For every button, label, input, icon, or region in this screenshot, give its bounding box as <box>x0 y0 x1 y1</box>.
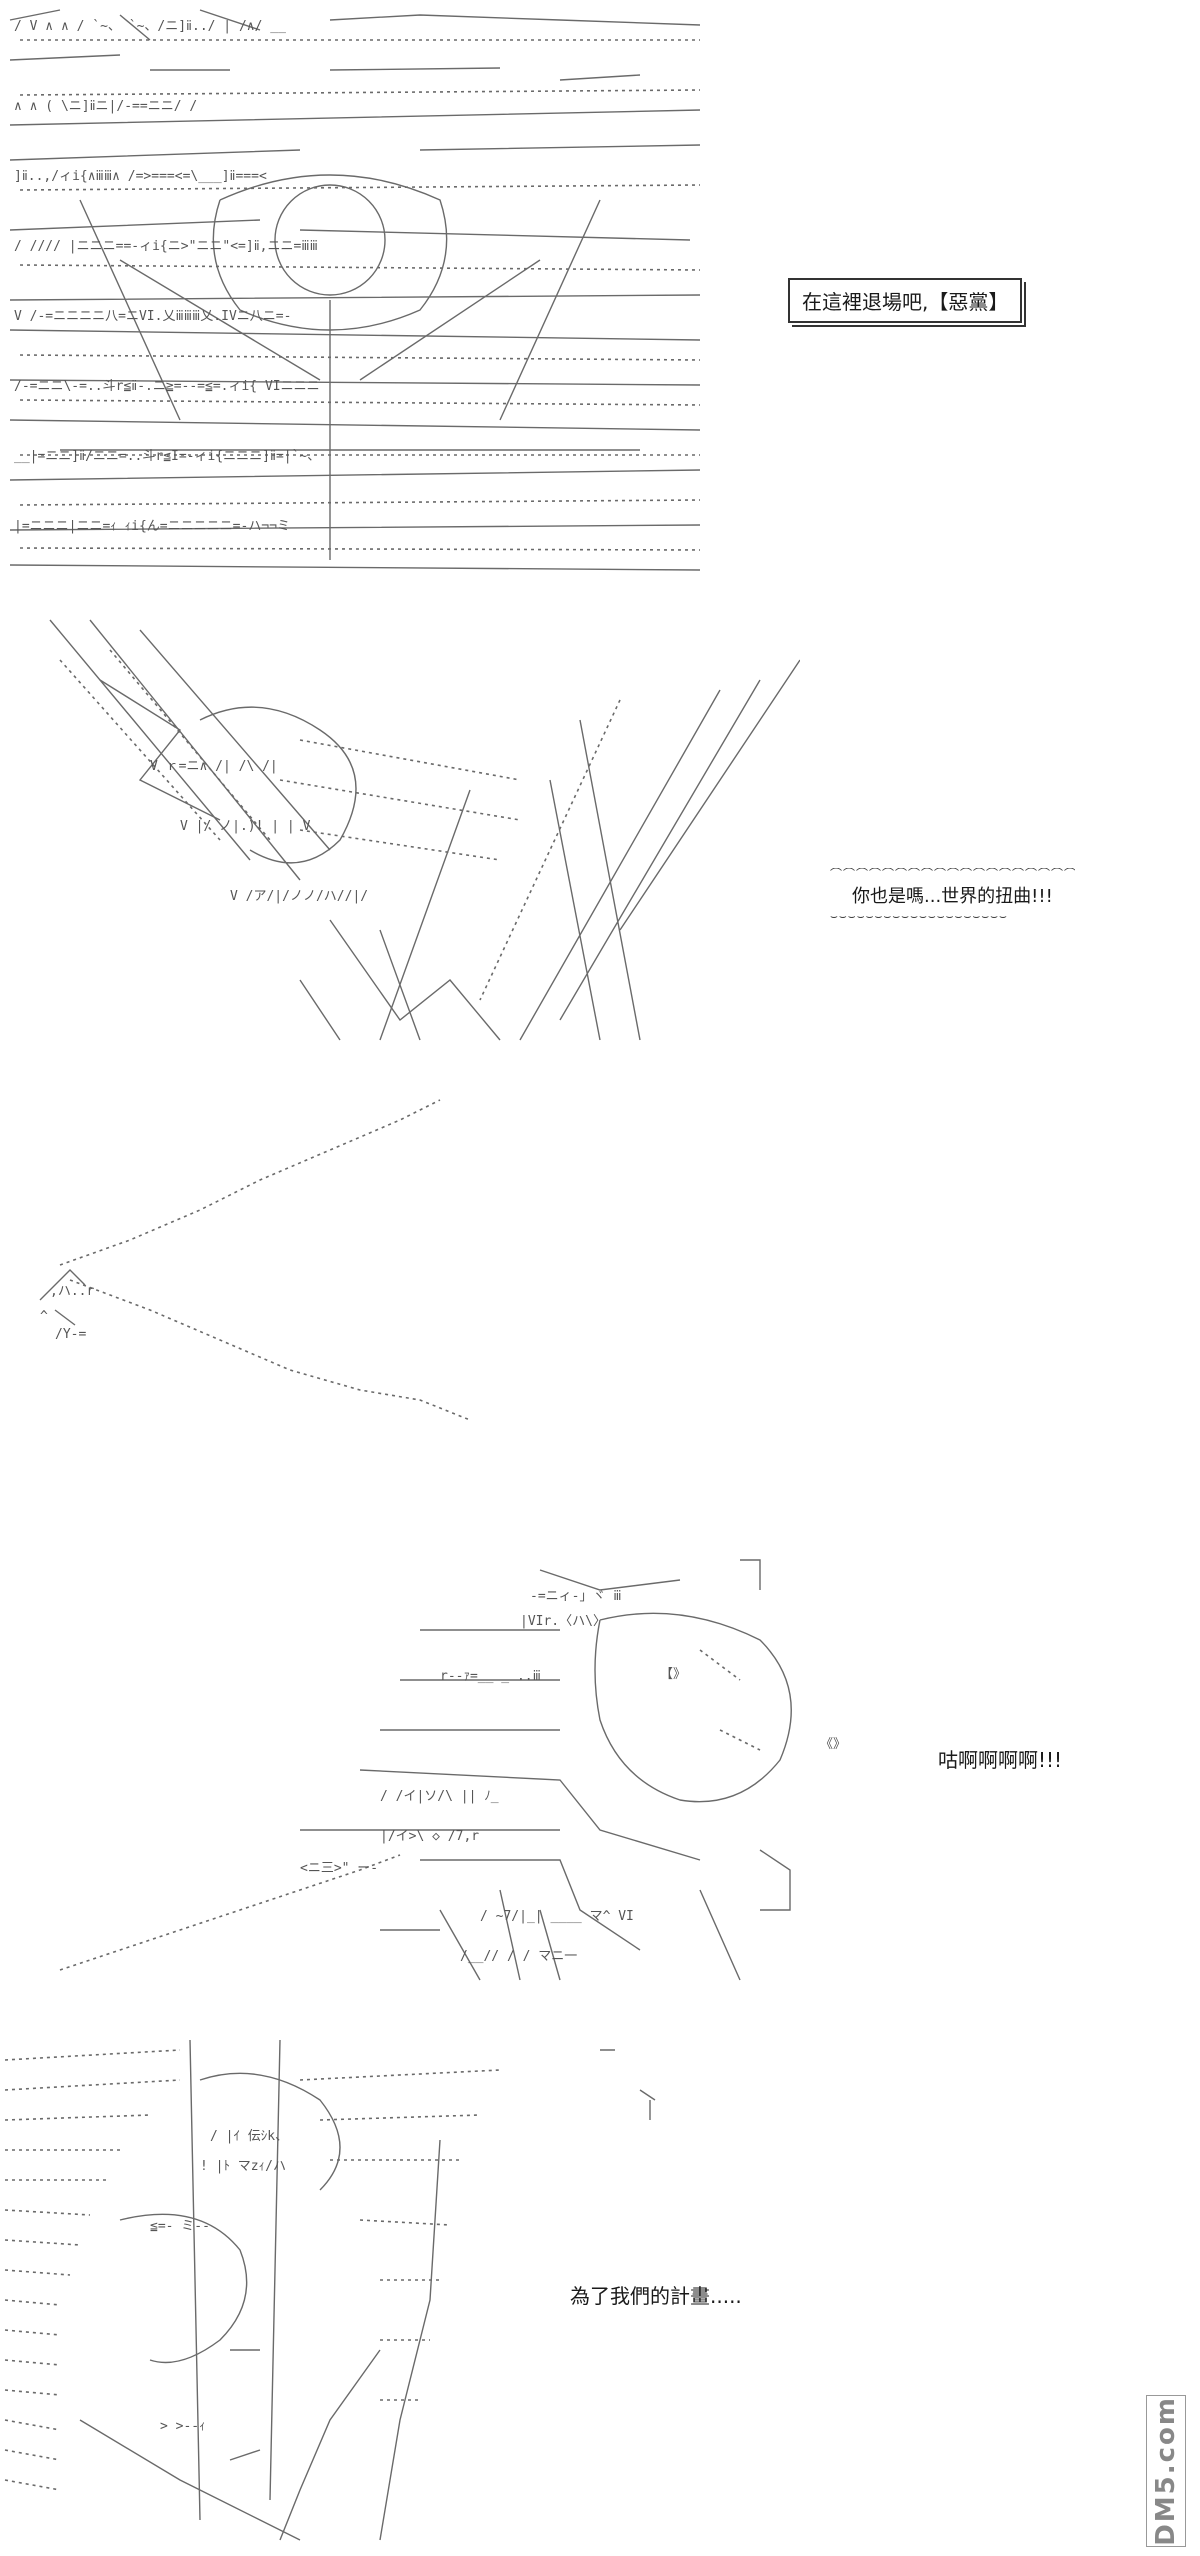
svg-text:-=ニィ-」ヾ ⅲ: -=ニィ-」ヾ ⅲ <box>530 1589 622 1604</box>
svg-text:/ /イ|ソ/\ || ﾉ_: / /イ|ソ/\ || ﾉ_ <box>380 1789 499 1804</box>
art-bracket-text: 【》 <box>660 1667 686 1682</box>
watermark-text: DM5.com <box>1151 2396 1181 2546</box>
ascii-art-figure-4: -=ニィ-」ヾ ⅲ |VIr.〈ハ\〉 r-‐ｧ=__ _ ..ⅲ 【》 《》 … <box>59 1559 846 1981</box>
svg-text:__|=ニニ]ⅱ/ニニ=..斗r≦I=-ィi{ニニニ]ⅱ=|: __|=ニニ]ⅱ/ニニ=..斗r≦I=-ィi{ニニニ]ⅱ=|`~、 <box>14 449 320 464</box>
burst-caption-text: 你也是嗎...世界的扭曲!!! <box>852 886 1053 907</box>
svg-text:V /ア/|/ノノ/ハ//|/: V /ア/|/ノノ/ハ//|/ <box>230 889 368 904</box>
svg-text:^: ^ <box>40 1309 48 1324</box>
ascii-art-figure-1: / V ∧ ∧ / `~、 `~、/ニ]ⅱ../ | /∧/ __ ∧ ∧ ( … <box>9 9 701 571</box>
svg-text:! |ﾄ マzｨ/ハ: ! |ﾄ マzｨ/ハ <box>200 2159 286 2174</box>
svg-text:/ |ｲ 伝ｼk、: / |ｲ 伝ｼk、 <box>210 2129 288 2144</box>
svg-text:V |/ ノ|.)! | | V: V |/ ノ|.)! | | V <box>180 819 311 834</box>
svg-text:/ //// |ニニニ==-ィi{ニ>"ニニ"<=]ⅱ,ニニ: / //// |ニニニ==-ィi{ニ>"ニニ"<=]ⅱ,ニニ=ⅲⅲ <box>14 239 318 254</box>
ascii-art-slash-streaks: ,ハ..r ^ /Y-= <box>39 1099 471 1421</box>
svg-text:|=ニニニ|ニニ=ｨ ｨi{ん=ニニニニニ=-ハ¬¬ミ: |=ニニニ|ニニ=ｨ ｨi{ん=ニニニニニ=-ハ¬¬ミ <box>14 519 290 534</box>
svg-text:r-‐ｧ=__ _ ..ⅲ: r-‐ｧ=__ _ ..ⅲ <box>440 1669 541 1684</box>
site-watermark: DM5.com <box>1146 2395 1186 2547</box>
svg-text:/ V ∧ ∧ / `~、 `~、/ニ]: / V ∧ ∧ / `~、 `~、/ニ]ⅱ../ | /∧/ __ <box>14 19 286 34</box>
svg-text:|VIr.〈ハ\〉: |VIr.〈ハ\〉 <box>520 1614 606 1629</box>
svg-text:V ｒ=ニ∧ /| /\ /|: V ｒ=ニ∧ /| /\ /| <box>150 759 278 774</box>
svg-text:/__// / / マニ一: /__// / / マニ一 <box>460 1949 577 1964</box>
svg-text:]ⅱ..,/ィi{∧ⅲⅲ∧ /=>===<=\___]ⅱ=: ]ⅱ..,/ィi{∧ⅲⅲ∧ /=>===<=\___]ⅱ===< <box>14 169 267 184</box>
svg-text:,ハ..r: ,ハ..r <box>50 1284 94 1299</box>
svg-text:V /-=ニニニニ八=ニVI.乂ⅲⅲⅲ乂.IVニ八ニ=-: V /-=ニニニニ八=ニVI.乂ⅲⅲⅲ乂.IVニ八ニ=- <box>14 309 291 324</box>
svg-text:|/イ>\ ◇ /7,r: |/イ>\ ◇ /7,r <box>380 1829 479 1844</box>
panel-2: V ｒ=ニ∧ /| /\ /| V |/ ノ|.)! | | V V /ア/|/… <box>0 600 1200 1060</box>
svg-text:≦=- ミ--: ≦=- ミ-- <box>150 2219 210 2234</box>
panel-5-caption: 為了我們的計畫..... <box>570 2284 742 2308</box>
svg-text:/-=ニニ\-=..斗r≦ⅱ-.ニ≧=--=≦=.ィi{ V: /-=ニニ\-=..斗r≦ⅱ-.ニ≧=--=≦=.ィi{ VIニニニ <box>14 379 320 394</box>
ascii-art-figure-2: V ｒ=ニ∧ /| /\ /| V |/ ノ|.)! | | V V /ア/|/… <box>49 619 800 1041</box>
panel-4: -=ニィ-」ヾ ⅲ |VIr.〈ハ\〉 r-‐ｧ=__ _ ..ⅲ 【》 《》 … <box>0 1530 1200 2000</box>
svg-text:∧ ∧ ( \ニ]ⅱニ|/-==ニニ/ /: ∧ ∧ ( \ニ]ⅱニ|/-==ニニ/ / <box>14 99 197 114</box>
burst-edge-bottom: ⌣⌣⌣⌣⌣⌣⌣⌣⌣⌣⌣⌣⌣⌣⌣⌣⌣⌣⌣⌣ <box>830 910 1008 922</box>
svg-text:/Y-=: /Y-= <box>55 1327 86 1342</box>
caption-box: 在這裡退場吧,【惡黨】 <box>788 278 1027 327</box>
svg-text:<ニ三>" ー-: <ニ三>" ー- <box>300 1861 378 1876</box>
svg-text:> >--ｨ: > >--ｨ <box>160 2419 206 2434</box>
svg-text:/ ~7/|_| ____ マ^ VI: / ~7/|_| ____ マ^ VI <box>480 1909 634 1924</box>
panel-3: ,ハ..r ^ /Y-= <box>0 1070 1200 1490</box>
panel-5: / |ｲ 伝ｼk、 ! |ﾄ マzｨ/ハ ≦=- ミ-- > >--ｨ 為了我們… <box>0 2020 1200 2556</box>
panel-1: / V ∧ ∧ / `~、 `~、/ニ]ⅱ../ | /∧/ __ ∧ ∧ ( … <box>0 0 1200 580</box>
panel-4-caption: 咕啊啊啊啊!!! <box>938 1748 1063 1772</box>
ascii-art-figure-5: / |ｲ 伝ｼk、 ! |ﾄ マzｨ/ハ ≦=- ミ-- > >--ｨ <box>4 2039 656 2541</box>
burst-edge-top: ⌒⌒⌒⌒⌒⌒⌒⌒⌒⌒⌒⌒⌒⌒⌒⌒⌒⌒⌒⌒ <box>830 868 1075 880</box>
caption-burst: ⌒⌒⌒⌒⌒⌒⌒⌒⌒⌒⌒⌒⌒⌒⌒⌒⌒⌒⌒⌒ 你也是嗎...世界的扭曲!!! ⌣⌣⌣… <box>830 868 1075 922</box>
art-bracket-text-2: 《》 <box>820 1737 846 1752</box>
